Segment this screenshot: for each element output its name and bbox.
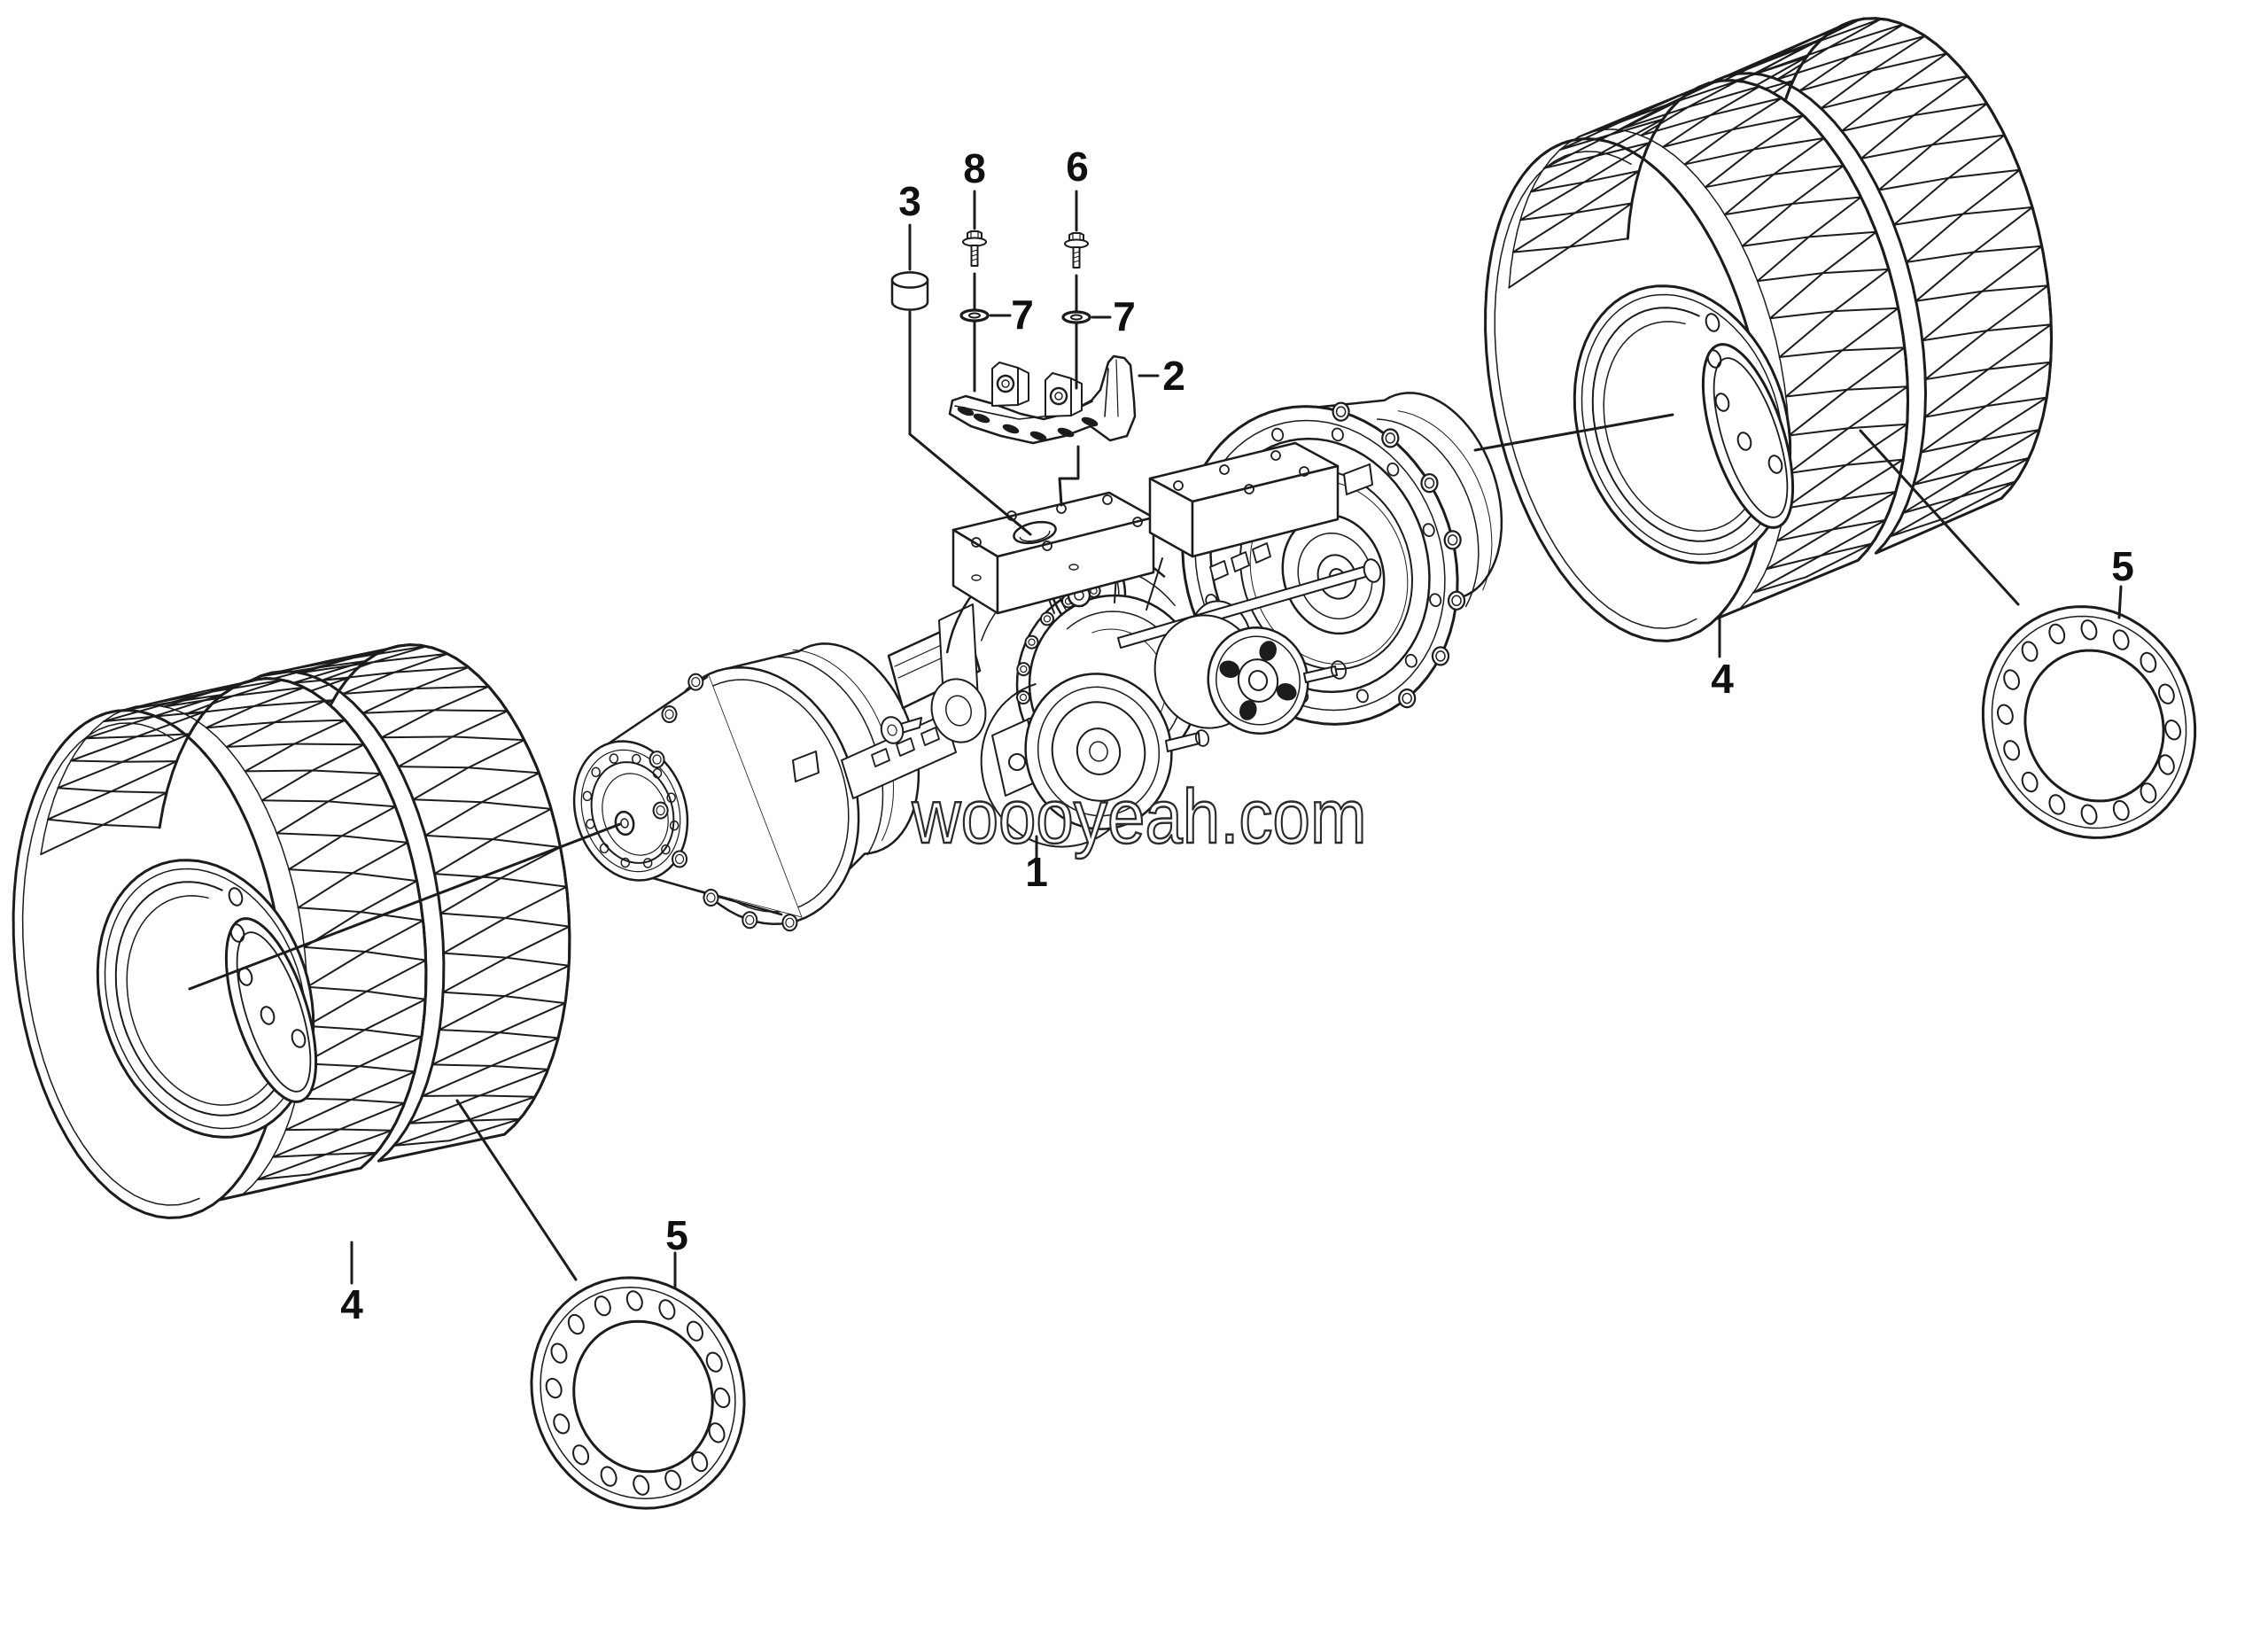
leader-line-10 [908, 310, 1032, 536]
left-hub-drum [572, 642, 920, 932]
callout-rear-axle-assembly: 1 [1025, 849, 1048, 895]
drive-yokes [880, 614, 1347, 848]
callout-spacer-ring-right: 5 [2111, 543, 2134, 589]
flange-bolt-left [962, 230, 987, 267]
callout-mounting-bracket: 2 [1162, 353, 1185, 399]
watermark-text: woooyeah.com [912, 774, 1367, 860]
washer-right [1061, 310, 1091, 324]
callout-flange-bolt-left: 8 [963, 145, 986, 191]
leader-line-16 [2117, 585, 2123, 619]
callout-labels: 1 2 3 4 4 5 5 6 7 7 8 [340, 144, 2134, 1327]
wheel-set-right [1484, 17, 2053, 642]
small-parts [890, 230, 1137, 445]
wheel-assemblies [12, 17, 2053, 1219]
callout-washer-right: 7 [1113, 293, 1136, 339]
leader-line-19 [1859, 429, 2020, 606]
callout-flange-bolt-right: 6 [1066, 144, 1089, 190]
callout-plug-cap: 3 [898, 178, 921, 224]
spacer-ring-left [530, 1276, 746, 1510]
axle-assembly-drawing [572, 392, 1503, 932]
callout-wheel-assembly-right: 4 [1711, 656, 1734, 702]
leader-line-18 [1473, 413, 1674, 452]
leader-line-6 [1058, 445, 1080, 507]
spacer-rings [530, 605, 2197, 1510]
leader-line-17 [188, 822, 622, 991]
callout-spacer-ring-left: 5 [665, 1212, 688, 1258]
callout-wheel-assembly-left: 4 [340, 1281, 363, 1327]
wheel-set-left [12, 643, 571, 1219]
plug-cap [890, 271, 929, 311]
leader-lines [188, 190, 2123, 1288]
callout-washer-left: 7 [1011, 292, 1034, 338]
mounting-bracket [948, 354, 1137, 445]
washer-left [959, 308, 990, 323]
spacer-ring-right [1981, 605, 2197, 839]
flange-bolt-right [1064, 232, 1089, 268]
rear-axle-assembly-drawing [572, 392, 1503, 932]
leader-line-20 [455, 1099, 578, 1281]
top-mounting-plates [951, 441, 1340, 615]
